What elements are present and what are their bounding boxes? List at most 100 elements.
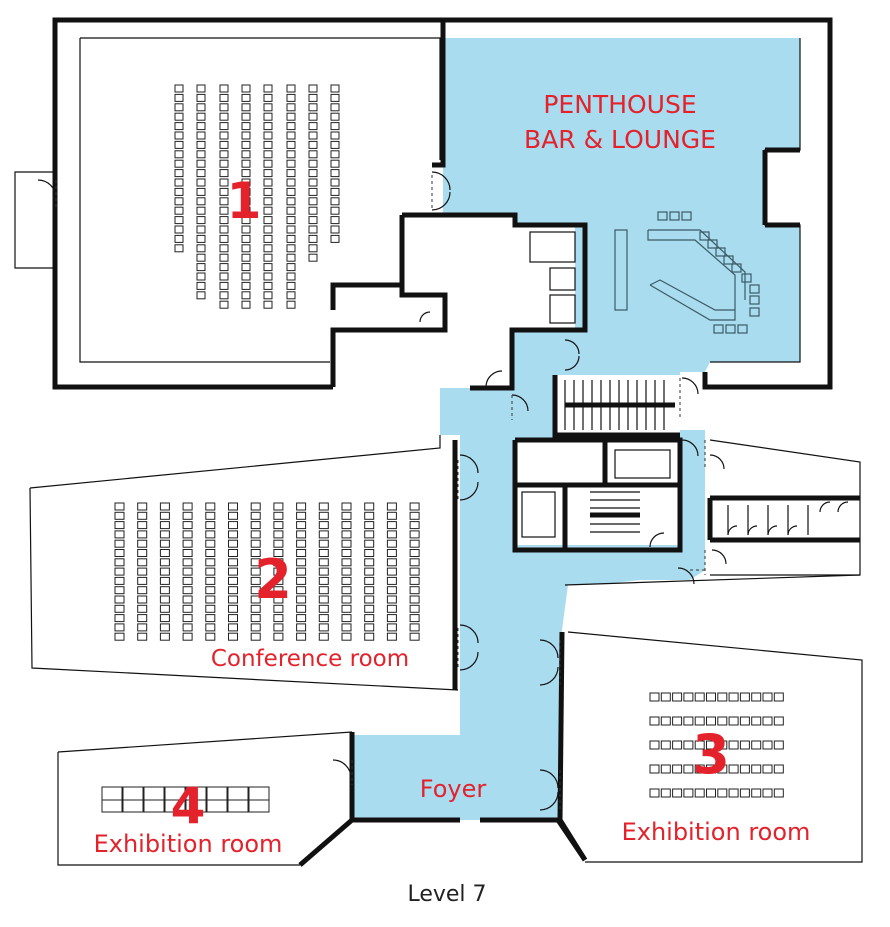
seat [241,244,251,253]
seat [159,511,170,520]
seat [672,692,683,702]
seat [114,511,125,520]
seat [409,604,420,613]
table [248,786,270,802]
seat [241,112,251,121]
seat [660,788,671,798]
seat [330,131,340,140]
seat [739,716,750,726]
seat [318,604,329,613]
staircase-lower [590,491,640,533]
seat [386,511,397,520]
seat [241,93,251,102]
level-caption: Level 7 [407,882,486,907]
seat [286,253,296,262]
room-2-seating [114,502,420,641]
seat [219,93,229,102]
seat [330,234,340,243]
seat [196,131,206,140]
seat [228,549,238,557]
seat [174,150,184,159]
seat [137,623,148,632]
seat [728,764,739,774]
seat [241,84,251,93]
seat [717,692,728,702]
stall-door [819,501,831,513]
bar-stool [731,263,742,273]
seat [296,604,307,613]
bar-stool [681,211,692,221]
seat [286,187,296,196]
seat [308,122,318,131]
door-swing [431,171,451,191]
table [122,786,144,802]
seat [263,234,273,243]
seat [308,131,318,140]
seat [296,576,307,585]
seat [174,103,184,112]
seat [174,187,184,196]
lounge-title-line2: BAR & LOUNGE [524,125,716,154]
seat [159,604,170,613]
seat [273,539,284,548]
seat [286,169,296,178]
room-2-number: 2 [254,548,292,611]
seat [296,539,307,548]
room-3-seating [649,692,784,798]
seat [241,169,251,178]
seat [672,740,683,750]
seat [308,84,318,93]
room-4 [57,731,588,867]
seat [318,521,329,530]
seat [219,103,229,112]
seat [386,521,397,530]
door-swing [459,624,479,644]
door-swing [681,377,699,395]
seat [196,253,206,262]
seat [137,530,148,539]
seat [241,272,251,281]
seat [114,614,125,623]
seat [273,595,284,604]
seat [263,291,273,300]
seat [318,539,329,548]
seat [751,764,762,774]
seat [762,692,773,702]
seat [296,521,307,530]
seat [250,623,261,632]
table [248,799,270,813]
seat [739,692,750,702]
seat [308,159,318,168]
seat [228,502,238,511]
seat [205,567,216,576]
seat [228,567,238,576]
seat [672,788,683,798]
seat [241,206,251,215]
seat [341,558,352,567]
seat [330,206,340,215]
seat [114,595,125,604]
seat [308,112,318,121]
seat [717,788,728,798]
bar-stool [741,273,752,283]
seat [205,521,216,530]
seat [196,244,206,253]
door-swing [459,651,479,671]
seat [341,576,352,585]
seat [296,632,307,641]
right-wing [707,439,861,576]
seat [250,549,261,557]
seat [182,502,193,511]
seat [409,521,420,530]
seat [330,187,340,196]
seat [174,234,184,243]
seat [694,740,705,750]
seat [318,558,329,567]
seat [205,502,216,511]
door-swing [709,454,725,470]
seat [273,614,284,623]
seat [182,530,193,539]
seat [286,281,296,290]
seat [773,764,784,774]
